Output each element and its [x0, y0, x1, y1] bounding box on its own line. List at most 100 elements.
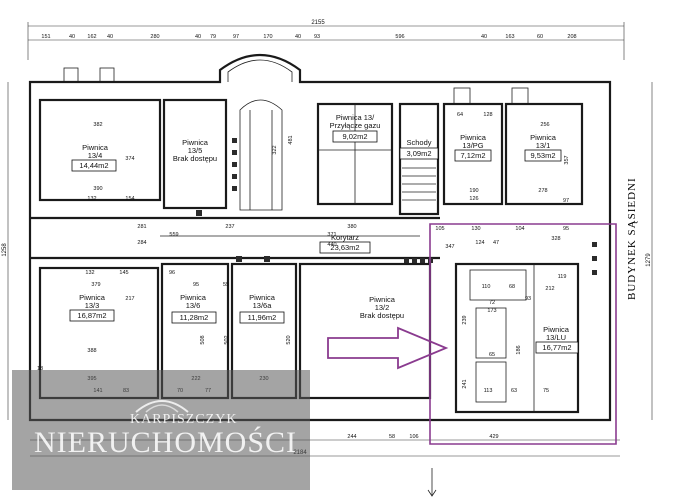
stairs-area: 3,09m2: [406, 149, 431, 158]
svg-text:390: 390: [93, 186, 102, 192]
svg-text:63: 63: [511, 388, 517, 394]
svg-text:322: 322: [272, 145, 278, 154]
svg-text:126: 126: [469, 196, 478, 202]
corridor-name: Korytarz: [331, 233, 359, 242]
svg-text:47: 47: [493, 240, 499, 246]
svg-text:154: 154: [125, 196, 134, 202]
svg-text:130: 130: [471, 226, 480, 232]
svg-text:217: 217: [125, 296, 134, 302]
svg-text:212: 212: [545, 286, 554, 292]
top-seg-12: 40: [481, 34, 487, 40]
svg-text:105: 105: [435, 226, 444, 232]
top-seg-11: 596: [395, 34, 404, 40]
svg-text:347: 347: [445, 244, 454, 250]
svg-text:173: 173: [487, 308, 496, 314]
svg-text:241: 241: [462, 379, 468, 388]
svg-text:481: 481: [288, 135, 294, 144]
watermark-line2: NIERUCHOMOŚCI: [34, 426, 298, 459]
svg-text:95: 95: [193, 282, 199, 288]
svg-text:110: 110: [482, 284, 491, 290]
svg-text:93: 93: [525, 296, 531, 302]
svg-text:388: 388: [87, 348, 96, 354]
north-arrow-icon: [427, 468, 437, 497]
svg-text:559: 559: [169, 232, 178, 238]
svg-text:97: 97: [563, 198, 569, 204]
room-13-2-walls: [298, 262, 432, 400]
svg-text:357: 357: [564, 155, 570, 164]
svg-text:55: 55: [223, 282, 229, 288]
corridor-area: 23,63m2: [330, 243, 359, 252]
svg-text:124: 124: [475, 240, 484, 246]
room-13-pg-area: 7,12m2: [460, 151, 485, 160]
top-seg-14: 60: [537, 34, 543, 40]
watermark-line1: KARPISZCZYK: [130, 412, 238, 427]
room-13-4-name-1: Piwnica: [82, 143, 109, 152]
neighbour-building-text: BUDYNEK SĄSIEDNI: [626, 177, 638, 300]
top-seg-15: 208: [567, 34, 576, 40]
top-seg-8: 170: [263, 34, 272, 40]
top-seg-1: 40: [69, 34, 75, 40]
right-total-dim: 1279: [646, 253, 652, 267]
room-13-4-area: 14,44m2: [79, 161, 108, 170]
top-seg-9: 40: [295, 34, 301, 40]
room-13-pg-walls: [442, 102, 504, 206]
watermark: KARPISZCZYK NIERUCHOMOŚCI: [12, 370, 310, 490]
room-13-6-area: 11,28m2: [180, 313, 209, 322]
svg-text:186: 186: [516, 345, 522, 354]
svg-text:371: 371: [327, 232, 336, 238]
top-seg-7: 97: [233, 34, 239, 40]
svg-text:18: 18: [37, 366, 43, 372]
svg-text:128: 128: [483, 112, 492, 118]
svg-text:65: 65: [489, 352, 495, 358]
watermark-logo-icon: [135, 400, 189, 413]
svg-text:284: 284: [137, 240, 146, 246]
room-13-1-walls: [504, 102, 584, 206]
bottom-seg-1: 58: [389, 434, 395, 440]
svg-text:281: 281: [137, 224, 146, 230]
room-13-lu-area: 16,77m2: [542, 343, 571, 352]
svg-text:328: 328: [551, 236, 560, 242]
stairs-name: Schody: [406, 138, 431, 147]
room-13-4-name-2: 13/4: [88, 151, 103, 160]
top-seg-5: 40: [195, 34, 201, 40]
svg-text:190: 190: [469, 188, 478, 194]
top-seg-4: 280: [150, 34, 159, 40]
room-13-lu-walls: [454, 262, 580, 414]
top-segment-dims: 151 40 162 40 280 40 79 97 170 40 93 596…: [41, 34, 576, 40]
bottom-seg-0: 244: [347, 434, 356, 440]
left-total-dim: 1258: [2, 243, 8, 257]
svg-text:75: 75: [543, 388, 549, 394]
room-13-3-area: 16,87m2: [77, 311, 106, 320]
svg-text:145: 145: [119, 270, 128, 276]
svg-text:113: 113: [484, 388, 493, 394]
stair-treads: [402, 167, 436, 201]
svg-text:382: 382: [93, 122, 102, 128]
svg-text:132: 132: [85, 270, 94, 276]
svg-text:96: 96: [169, 270, 175, 276]
top-total-dim: 2155: [311, 20, 325, 26]
bottom-seg-3: 429: [489, 434, 498, 440]
room-13-5-walls: [162, 98, 228, 210]
svg-text:256: 256: [540, 122, 549, 128]
svg-text:64: 64: [457, 112, 463, 118]
svg-text:Piwnica 13/Przyłącze gazu: Piwnica 13/Przyłącze gazu: [330, 113, 381, 130]
top-seg-0: 151: [41, 34, 50, 40]
svg-text:380: 380: [347, 224, 356, 230]
svg-text:132: 132: [87, 196, 96, 202]
room-13-4-walls: [38, 98, 162, 202]
svg-text:72: 72: [489, 300, 495, 306]
svg-text:68: 68: [509, 284, 515, 290]
svg-text:278: 278: [538, 188, 547, 194]
top-seg-2: 162: [87, 34, 96, 40]
